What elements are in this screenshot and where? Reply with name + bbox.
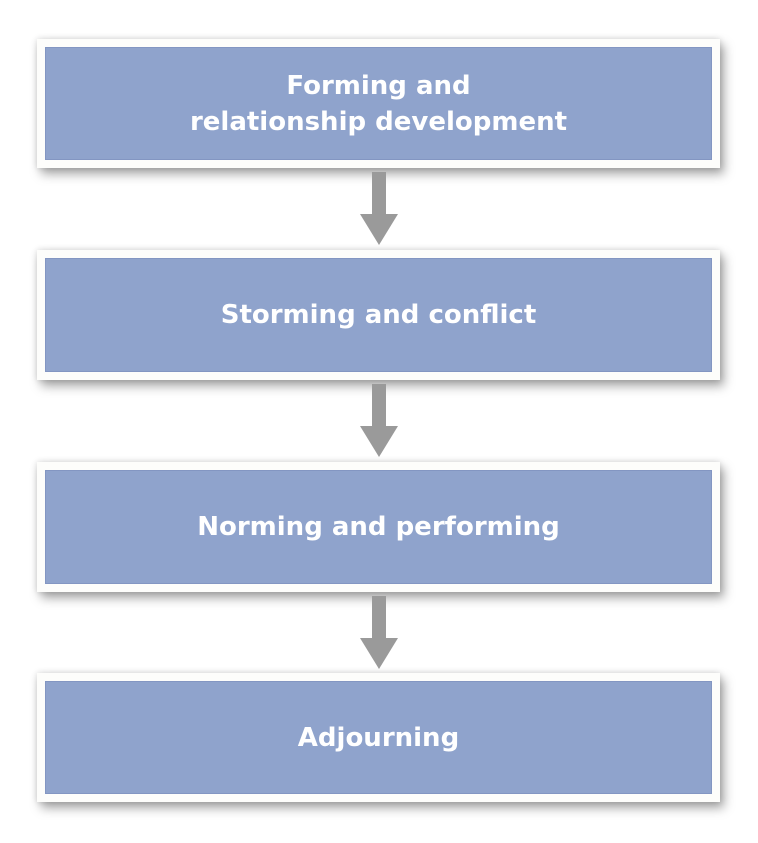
stage-forming: Forming and relationship development <box>37 39 720 168</box>
arrow-down-icon <box>357 384 401 458</box>
arrow-down-icon <box>357 596 401 670</box>
stage-adjourning-label: Adjourning <box>298 720 459 756</box>
arrow-down-icon <box>357 172 401 246</box>
stage-forming-label: Forming and relationship development <box>190 68 567 140</box>
stage-adjourning-line-1: Adjourning <box>297 722 460 753</box>
stage-norming: Norming and performing <box>37 462 720 592</box>
stage-norming-label: Norming and performing <box>197 509 560 545</box>
stage-storming: Storming and conflict <box>37 250 720 380</box>
stage-norming-line-1: Norming and performing <box>197 512 560 542</box>
stage-storming-box: Storming and conflict <box>45 258 712 372</box>
stage-forming-line-1: Forming and <box>286 70 471 101</box>
stage-adjourning-box: Adjourning <box>45 681 712 794</box>
stage-storming-line-1: Storming and conflict <box>220 300 537 330</box>
stage-forming-line-2: relationship development <box>189 106 568 137</box>
stage-forming-box: Forming and relationship development <box>45 47 712 160</box>
stage-adjourning: Adjourning <box>37 673 720 802</box>
stage-norming-box: Norming and performing <box>45 470 712 584</box>
stage-storming-label: Storming and conflict <box>221 297 537 333</box>
